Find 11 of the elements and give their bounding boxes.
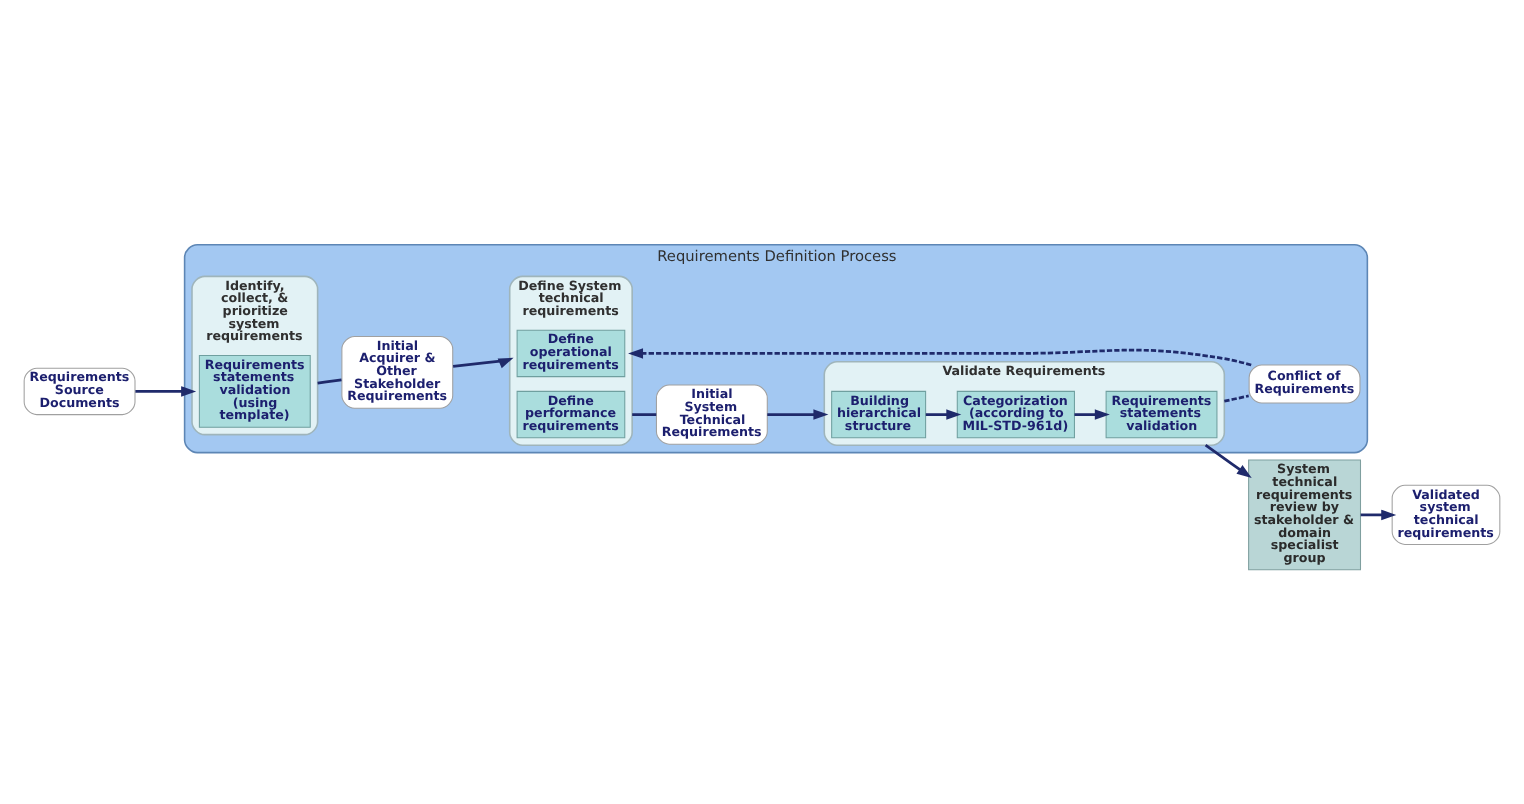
- connector: [317, 377, 342, 384]
- arrow: [452, 356, 514, 368]
- connector: [1224, 393, 1249, 402]
- arrow: [767, 408, 829, 419]
- arrow: [1360, 508, 1397, 520]
- connector: [632, 412, 657, 415]
- arrow: [628, 347, 1252, 366]
- arrow: [1074, 408, 1110, 419]
- arrow: [1204, 443, 1252, 478]
- arrow: [135, 385, 197, 396]
- arrow: [925, 408, 962, 419]
